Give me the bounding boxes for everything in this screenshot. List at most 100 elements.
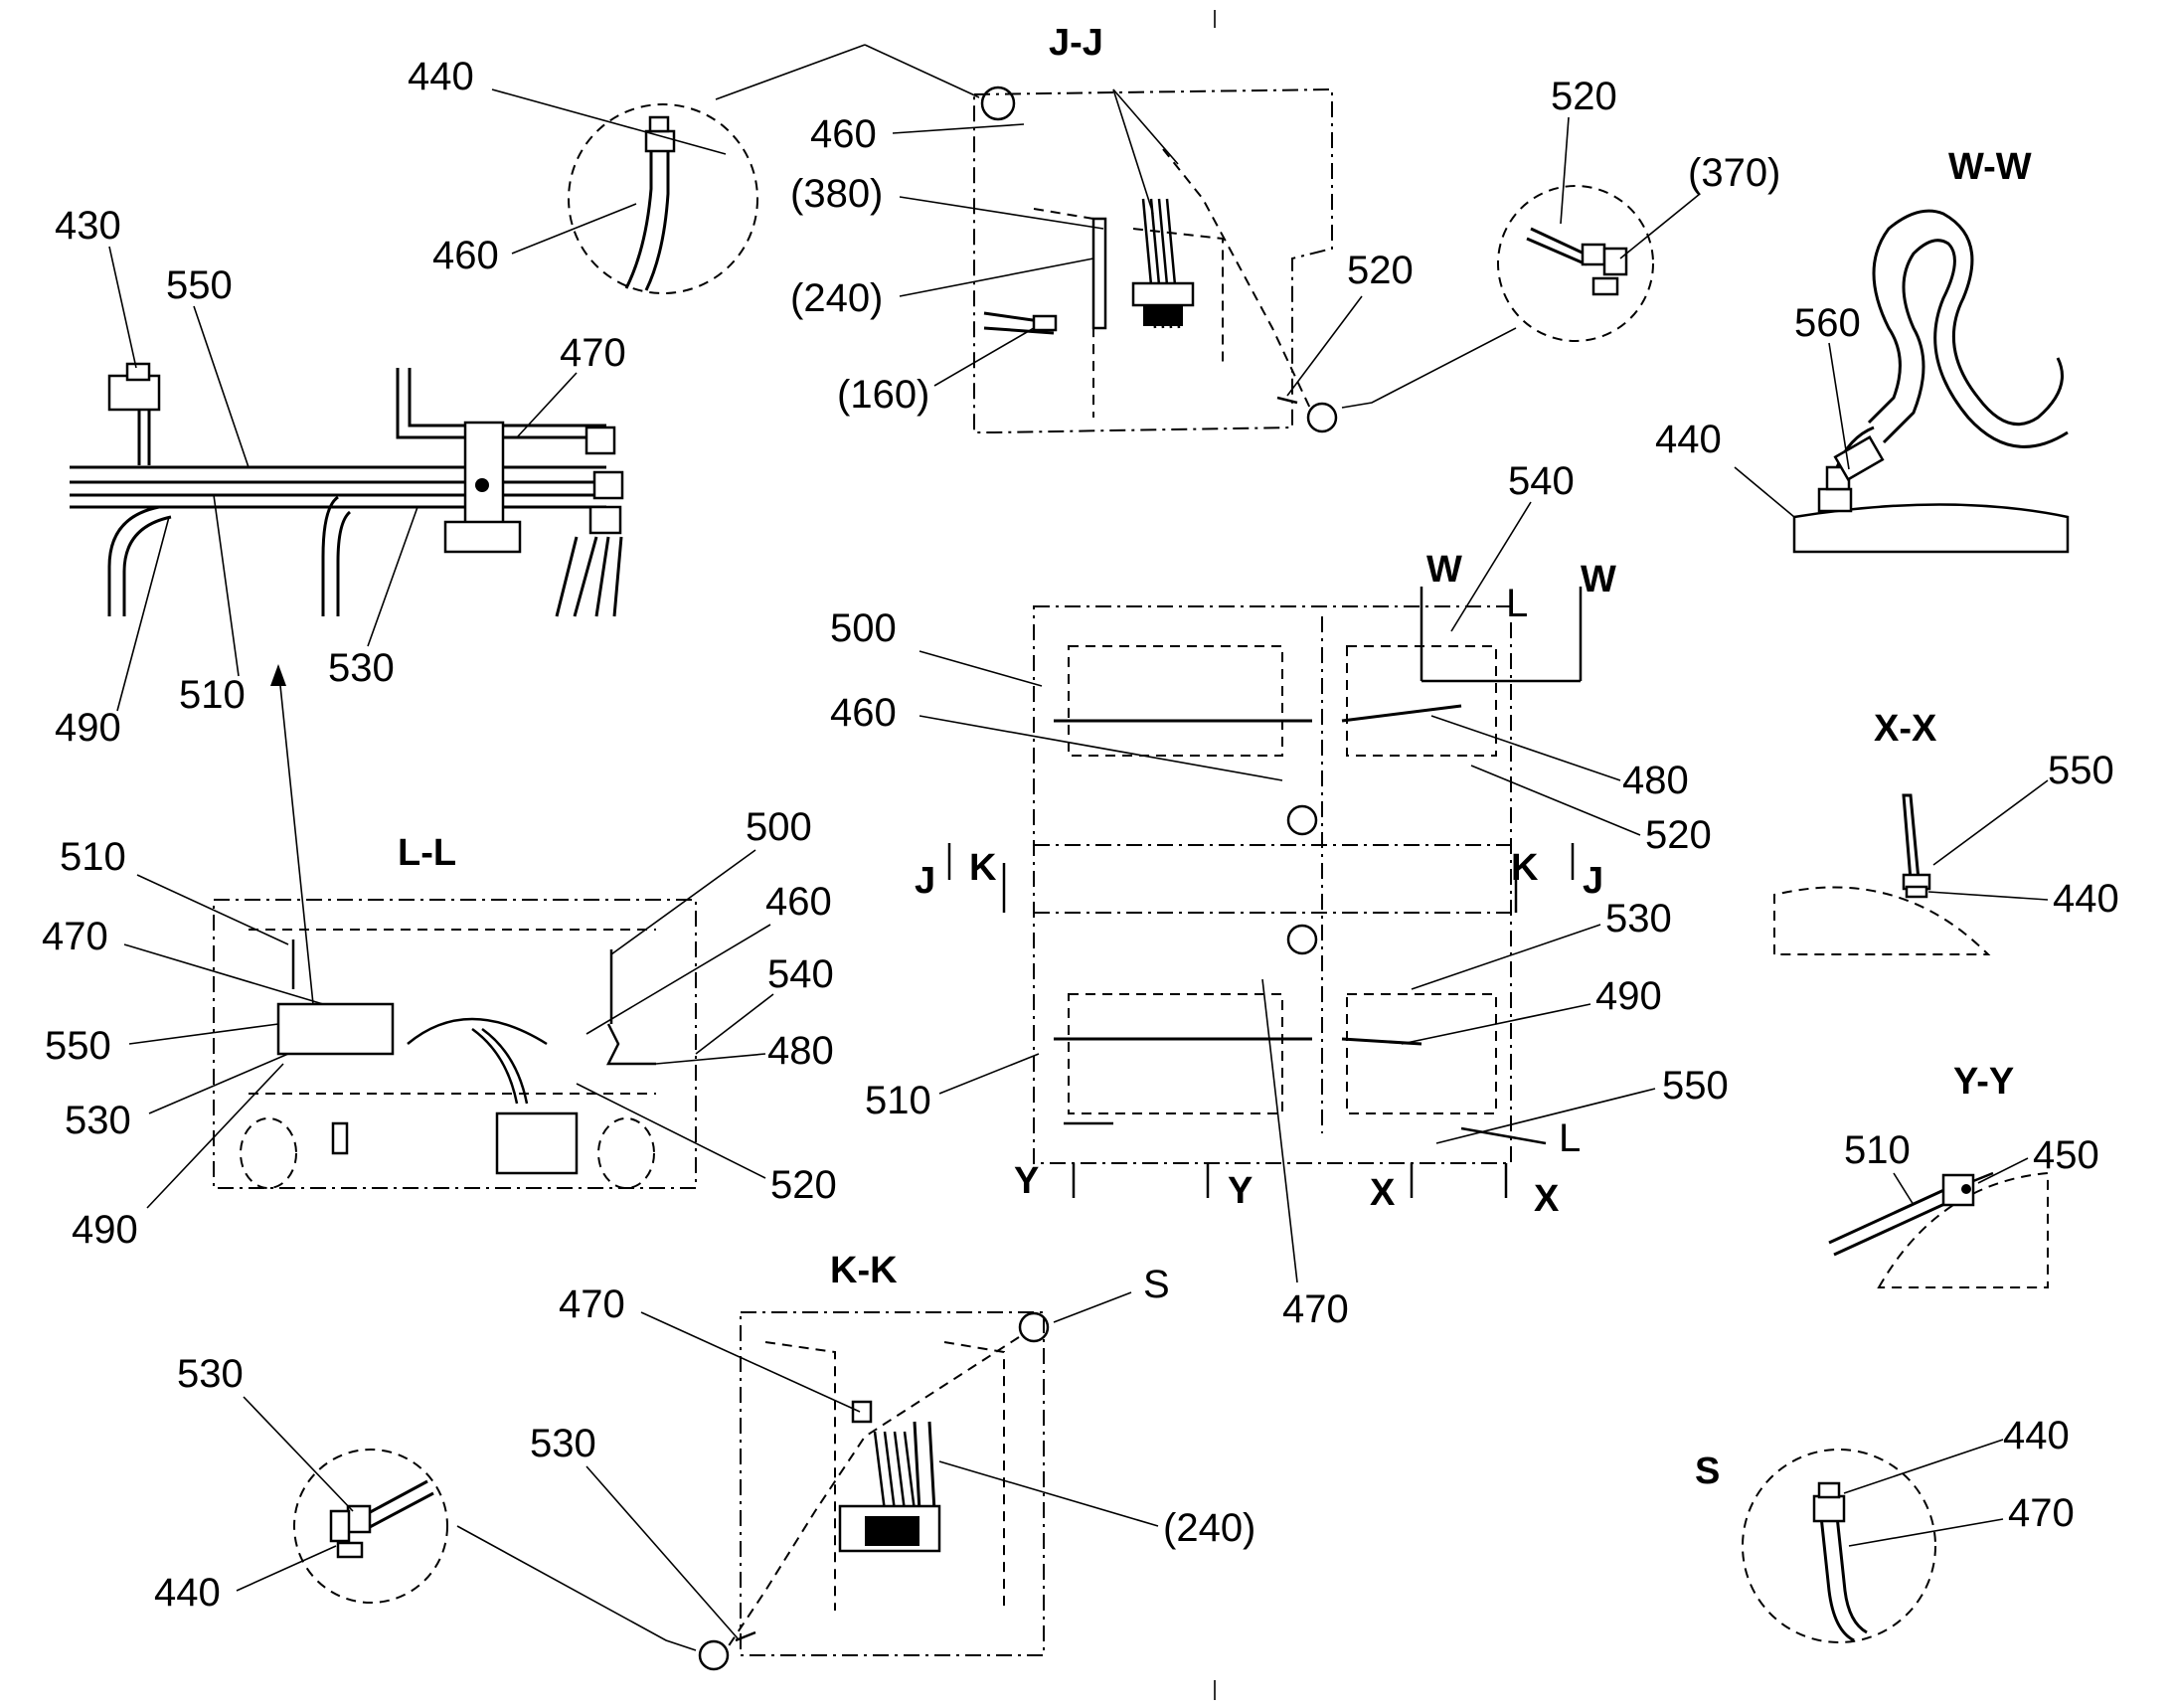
detail-circle-440-460 — [568, 44, 980, 294]
leader-520-jj — [1286, 295, 1363, 397]
label-550-ll: 550 — [45, 1024, 111, 1068]
leader-460-a — [511, 203, 637, 255]
leader-440-xx — [1927, 891, 2049, 901]
leader-520-ll — [576, 1083, 766, 1179]
leader-470-main — [1261, 978, 1298, 1283]
label-520-detail: 520 — [1551, 75, 1617, 118]
label-470-main: 470 — [1282, 1287, 1349, 1331]
leader-430 — [108, 246, 137, 369]
label-530-ll: 530 — [65, 1099, 131, 1142]
leader-530-detail — [243, 1396, 354, 1512]
label-240-jj: (240) — [790, 276, 883, 320]
cut-line-y-x — [1072, 1163, 1508, 1198]
label-520-ll: 520 — [770, 1163, 837, 1207]
leader-520-detail — [1560, 116, 1570, 225]
leader-500-ll — [610, 849, 756, 955]
cut-label-k-right: K — [1511, 847, 1539, 889]
section-xx-view — [1773, 793, 1991, 955]
leader-480-ll — [655, 1053, 766, 1065]
section-title-yy: Y-Y — [1953, 1061, 2014, 1103]
label-470-ll: 470 — [42, 915, 108, 958]
leader-530-main — [1411, 924, 1601, 990]
leader-440-s — [1843, 1439, 2004, 1494]
cut-label-l-bottom: L — [1559, 1116, 1581, 1160]
leader-440-ww — [1734, 466, 1795, 518]
leader-550-top — [193, 305, 250, 468]
label-510-yy: 510 — [1844, 1128, 1911, 1172]
label-510-ll: 510 — [60, 835, 126, 879]
leader-550-main — [1435, 1088, 1656, 1144]
label-470-kk: 470 — [559, 1282, 625, 1326]
label-520-jj: 520 — [1347, 249, 1414, 292]
leader-450 — [1977, 1157, 2029, 1184]
label-500-main: 500 — [830, 606, 897, 650]
cut-label-x-left: X — [1370, 1172, 1396, 1214]
label-490-ll: 490 — [72, 1208, 138, 1252]
section-title-ll: L-L — [398, 832, 456, 874]
leader-490-ll — [146, 1063, 284, 1209]
section-kk-view — [456, 1311, 1050, 1671]
leader-490-main — [1401, 1003, 1591, 1045]
section-title-kk: K-K — [830, 1250, 898, 1291]
label-460-jj: 460 — [810, 112, 877, 156]
pipe-assembly-view — [70, 362, 624, 617]
label-540-ll: 540 — [767, 952, 834, 996]
label-460-a: 460 — [432, 234, 499, 277]
label-430: 430 — [55, 204, 121, 248]
label-470-top: 470 — [560, 331, 626, 375]
section-title-xx: X-X — [1874, 708, 1937, 750]
label-540-main: 540 — [1508, 459, 1575, 503]
leader-510-ll — [136, 874, 289, 945]
cut-label-w-right: W — [1581, 559, 1616, 600]
leader-530-top — [367, 506, 418, 647]
section-title-jj: J-J — [1049, 22, 1103, 64]
label-240-kk: (240) — [1163, 1506, 1255, 1550]
label-440-xx: 440 — [2053, 877, 2119, 921]
section-yy-view — [1828, 1171, 2049, 1288]
leader-530-kk — [585, 1465, 739, 1639]
label-510-top: 510 — [179, 673, 246, 717]
cut-label-k-left: K — [969, 847, 997, 889]
cut-line-j-k — [947, 843, 1575, 913]
label-460-main: 460 — [830, 691, 897, 735]
cut-label-y-right: Y — [1228, 1170, 1253, 1212]
leader-510-top — [213, 494, 240, 677]
leader-520-main — [1470, 765, 1641, 836]
leader-510-main — [938, 1053, 1040, 1095]
main-plan-view — [1033, 605, 1512, 1164]
label-450: 450 — [2033, 1133, 2099, 1177]
label-460-ll: 460 — [765, 880, 832, 924]
label-370: (370) — [1688, 151, 1780, 195]
detail-circle-530-440 — [293, 1449, 448, 1604]
arrow-head-up — [270, 664, 286, 686]
label-500-ll: 500 — [746, 805, 812, 849]
label-530-main: 530 — [1605, 897, 1672, 940]
leader-470-top — [516, 372, 578, 438]
label-510-main: 510 — [865, 1079, 931, 1122]
label-520-main: 520 — [1645, 813, 1712, 857]
leader-440-a — [491, 88, 727, 155]
detail-circle-520-370 — [1497, 185, 1654, 342]
cut-label-j-right: J — [1583, 860, 1603, 902]
leader-540-ll — [695, 993, 774, 1055]
leader-500-main — [919, 650, 1043, 687]
leader-550-ll — [128, 1023, 279, 1045]
label-490-top: 490 — [55, 706, 121, 750]
cut-label-x-right: X — [1534, 1178, 1560, 1220]
section-ww-view — [1792, 209, 2070, 554]
label-490-main: 490 — [1595, 974, 1662, 1018]
label-440-ww: 440 — [1655, 418, 1722, 461]
leader-490-top — [116, 516, 170, 712]
label-440-s: 440 — [2003, 1414, 2070, 1457]
label-560: 560 — [1794, 301, 1861, 345]
label-480-ll: 480 — [767, 1029, 834, 1073]
cut-line-l-bottom — [1460, 1126, 1547, 1145]
section-jj-view — [973, 85, 1517, 433]
leader-530-ll — [148, 1053, 289, 1114]
section-title-ww: W-W — [1948, 146, 2032, 188]
leader-460-jj — [892, 123, 1025, 134]
detail-circle-s — [1742, 1449, 1936, 1643]
leader-240-kk — [938, 1460, 1159, 1527]
